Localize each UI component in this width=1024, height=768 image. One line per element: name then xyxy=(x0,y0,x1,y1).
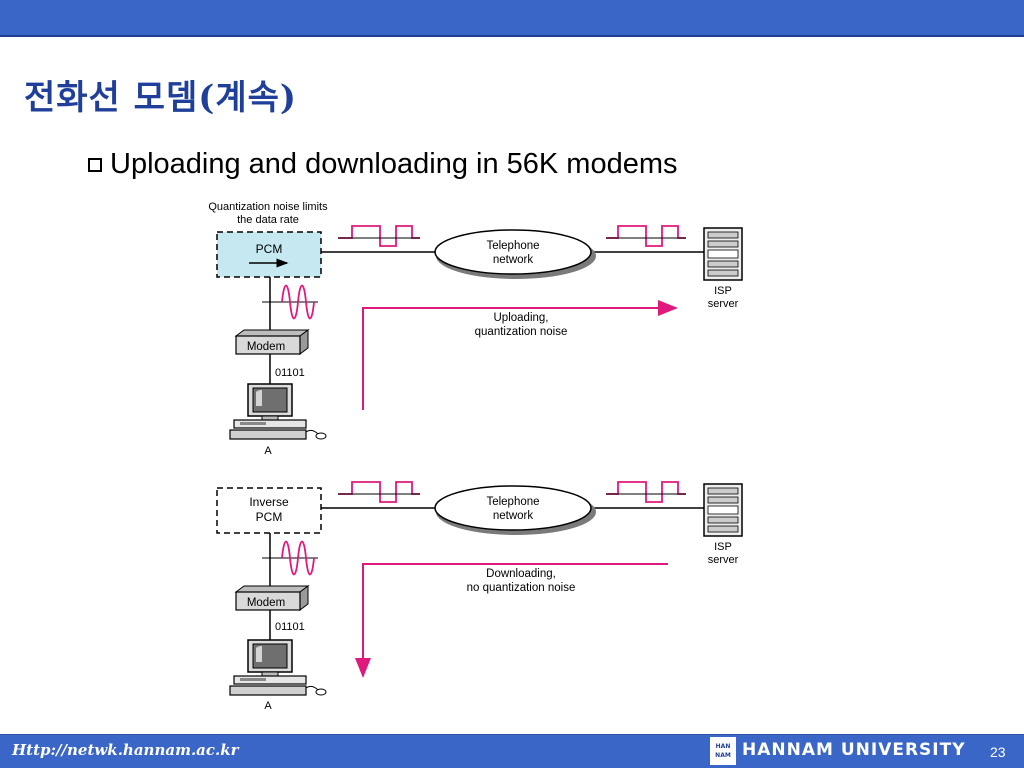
download-telephone-network xyxy=(434,485,592,531)
upload-server-line1: ISP xyxy=(714,285,732,297)
inverse-pcm-line2: PCM xyxy=(256,510,283,524)
upload-digital-signal-left xyxy=(338,225,420,247)
download-arrow-line2: no quantization noise xyxy=(467,582,576,594)
university-name: HANNAM UNIVERSITY xyxy=(742,740,966,760)
upload-modem-label: Modem xyxy=(247,341,285,353)
pcm-label: PCM xyxy=(256,242,283,256)
inverse-pcm-box xyxy=(216,487,322,534)
download-arrow xyxy=(355,563,668,678)
upload-caption-line1: Quantization noise limits xyxy=(208,201,328,213)
bullet-item: Uploading and downloading in 56K modems xyxy=(88,148,678,181)
upload-network-line1: Telephone xyxy=(486,240,539,252)
upload-telephone-network xyxy=(434,229,592,275)
upload-isp-server-icon xyxy=(703,227,743,281)
bullet-text: Uploading and downloading in 56K modems xyxy=(110,148,678,180)
upload-arrow-line1: Uploading, xyxy=(494,312,549,324)
download-arrow-line1: Downloading, xyxy=(486,568,556,580)
download-network-line2: network xyxy=(493,510,534,522)
download-bits: 01101 xyxy=(275,621,305,633)
download-computer-label: A xyxy=(264,700,272,712)
logo-text-top: HAN xyxy=(715,743,731,750)
download-isp-server-icon xyxy=(703,483,743,537)
slide-title: 전화선 모뎀(계속) xyxy=(24,78,297,118)
inverse-pcm-line1: Inverse xyxy=(249,495,289,509)
pcm-box xyxy=(216,231,322,278)
download-server-line1: ISP xyxy=(714,541,732,553)
download-network-line1: Telephone xyxy=(486,496,539,508)
download-panel: Inverse PCM Telephone network ISP server… xyxy=(216,481,743,712)
upload-computer-label: A xyxy=(264,445,272,457)
download-modem-label: Modem xyxy=(247,597,285,609)
upload-server-line2: server xyxy=(708,298,739,310)
download-digital-signal-left xyxy=(338,481,420,503)
upload-bits: 01101 xyxy=(275,367,305,379)
checkbox-bullet-icon xyxy=(88,157,102,172)
download-digital-signal-right xyxy=(606,481,686,503)
download-server-line2: server xyxy=(708,554,739,566)
upload-arrow xyxy=(362,300,678,410)
footer-url: Http://netwk.hannam.ac.kr xyxy=(12,741,239,759)
upload-computer-icon xyxy=(229,383,327,440)
university-logo-icon: HAN NAM xyxy=(710,737,736,765)
upload-network-line2: network xyxy=(493,254,534,266)
upload-analog-signal xyxy=(281,284,315,320)
upload-arrow-line2: quantization noise xyxy=(475,326,568,338)
page-number: 23 xyxy=(990,744,1006,760)
download-analog-signal xyxy=(281,540,315,576)
footer-bar: Http://netwk.hannam.ac.kr HAN NAM HANNAM… xyxy=(0,734,1024,768)
top-banner xyxy=(0,0,1024,37)
download-computer-icon xyxy=(229,639,327,696)
logo-text-bottom: NAM xyxy=(715,752,731,759)
upload-panel: Quantization noise limits the data rate … xyxy=(208,201,743,457)
upload-digital-signal-right xyxy=(606,225,686,247)
upload-caption-line2: the data rate xyxy=(237,214,299,226)
